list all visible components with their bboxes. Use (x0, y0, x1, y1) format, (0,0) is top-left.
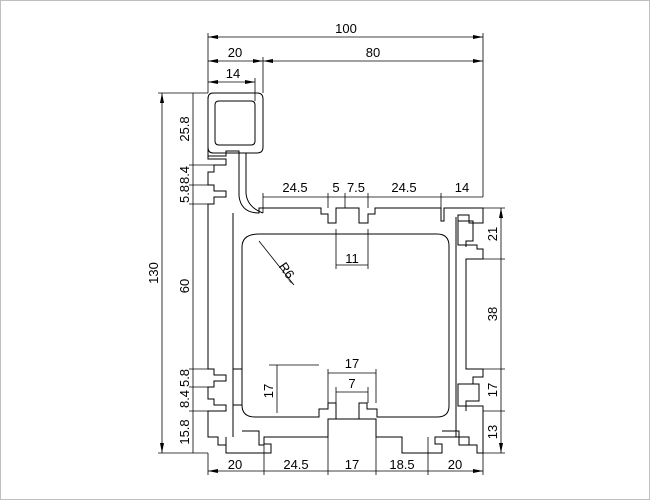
dim-right-center-h: 38 (485, 307, 500, 321)
dim-tube-height: 25.8 (177, 116, 192, 141)
dim-slot-top-width: 11 (345, 251, 359, 266)
dim-inner-slot-outer: 17 (345, 356, 359, 371)
dim-bot-seg-5: 20 (448, 457, 462, 472)
dim-bot-seg-2: 24.5 (283, 457, 308, 472)
dim-bot-seg-4: 18.5 (389, 457, 414, 472)
dim-upper-gap-a: 8.4 (177, 166, 192, 184)
dim-upper-gap-b: 5.8 (177, 185, 192, 203)
dim-center-height: 60 (177, 279, 192, 293)
dim-top-left-width: 20 (228, 45, 242, 60)
dim-overall-width: 100 (335, 21, 357, 36)
dim-radius: R6 (276, 259, 298, 281)
dim-right-bottom-h: 13 (485, 425, 500, 439)
dim-lower-gap-b: 8.4 (177, 390, 192, 408)
dim-bot-seg-1: 20 (228, 457, 242, 472)
dim-inner-slot-inner: 7 (348, 376, 355, 391)
profile-outline (207, 92, 484, 454)
dim-overall-height: 130 (146, 262, 161, 284)
dim-tube-width: 14 (226, 66, 240, 81)
dimension-labels: 100 20 80 14 130 25.8 8.4 5.8 60 5.8 8.4… (146, 21, 500, 472)
dim-mid-seg-2: 5 (332, 180, 339, 195)
dim-right-top-h: 21 (485, 227, 500, 241)
dim-bottom-height: 15.8 (177, 419, 192, 444)
dim-right-lower-h: 17 (485, 383, 500, 397)
dim-mid-seg-5: 14 (455, 180, 469, 195)
dim-top-right-width: 80 (366, 45, 380, 60)
dim-lower-gap-a: 5.8 (177, 369, 192, 387)
dim-bot-seg-3: 17 (345, 457, 359, 472)
dimension-arrows (160, 35, 503, 473)
dim-mid-seg-4: 24.5 (391, 180, 416, 195)
dimension-lines (158, 33, 505, 475)
dim-mid-seg-1: 24.5 (282, 180, 307, 195)
dim-mid-seg-3: 7.5 (347, 180, 365, 195)
dim-lower-slot-height: 17 (261, 384, 276, 398)
